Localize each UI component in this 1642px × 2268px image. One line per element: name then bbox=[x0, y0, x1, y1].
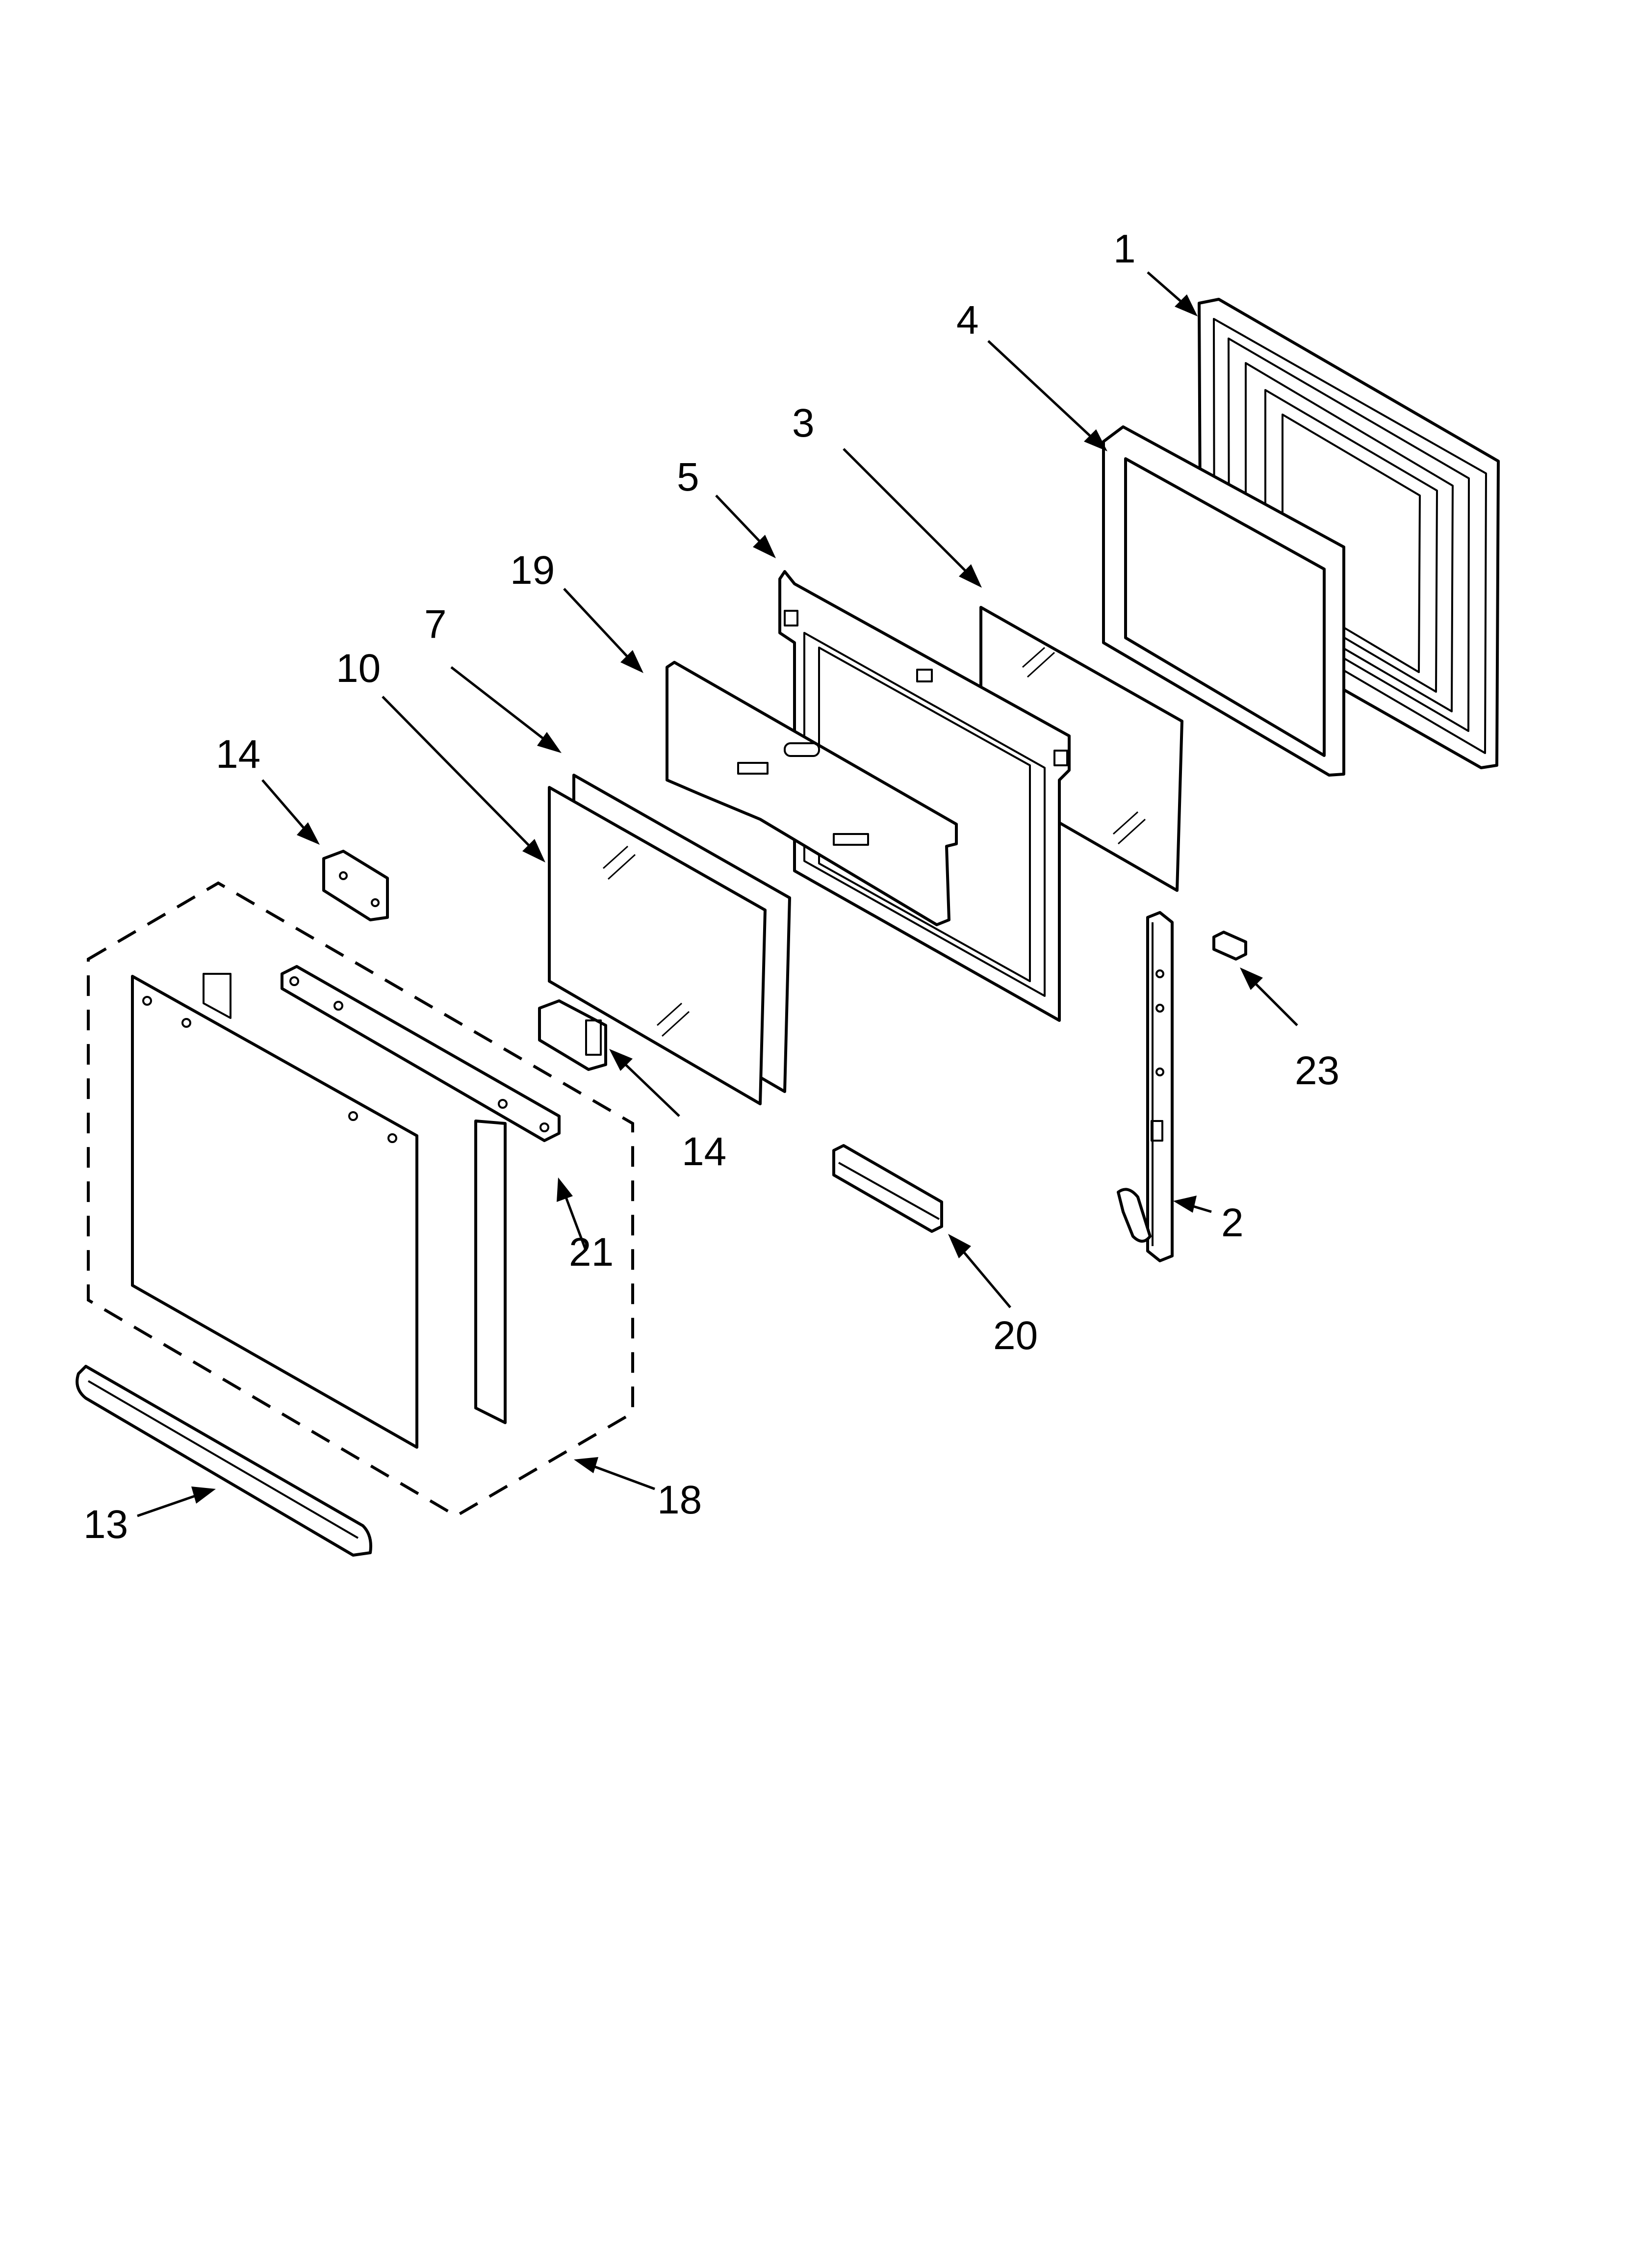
part-14-bracket-upper bbox=[322, 850, 389, 921]
callout-5: 5 bbox=[677, 455, 699, 499]
callout-10: 10 bbox=[336, 646, 381, 691]
callout-21: 21 bbox=[569, 1230, 614, 1275]
part-2-hinge bbox=[1117, 911, 1174, 1262]
part-1-outer-door-panel bbox=[1198, 298, 1500, 769]
callout-18: 18 bbox=[657, 1478, 702, 1522]
callout-4: 4 bbox=[956, 298, 979, 342]
part-19-heat-shield bbox=[666, 661, 958, 926]
callout-14-lower: 14 bbox=[682, 1129, 726, 1174]
callout-20: 20 bbox=[993, 1313, 1038, 1358]
part-23-clip bbox=[1212, 931, 1247, 961]
callout-19: 19 bbox=[510, 548, 555, 593]
leader-lines bbox=[137, 271, 1298, 1517]
callout-23: 23 bbox=[1295, 1048, 1339, 1093]
callout-3: 3 bbox=[792, 401, 815, 445]
callout-1: 1 bbox=[1113, 227, 1136, 271]
callout-2: 2 bbox=[1221, 1200, 1244, 1245]
callout-7: 7 bbox=[424, 602, 447, 647]
part-21-trim-strip bbox=[281, 965, 561, 1142]
part-20-trim-piece bbox=[832, 1144, 943, 1233]
part-5-inner-door-liner bbox=[778, 570, 1071, 1022]
callout-14-upper: 14 bbox=[216, 732, 260, 777]
part-18-door-assembly bbox=[87, 881, 634, 1518]
callout-labels: 1 4 3 5 19 7 10 14 14 23 2 21 20 18 13 bbox=[83, 227, 1339, 1547]
part-10-glass-panel bbox=[548, 786, 767, 1105]
callout-13: 13 bbox=[83, 1502, 128, 1547]
part-4-door-frame bbox=[1102, 425, 1345, 777]
part-13-handle bbox=[76, 1365, 372, 1557]
part-14-bracket-lower bbox=[538, 999, 607, 1071]
